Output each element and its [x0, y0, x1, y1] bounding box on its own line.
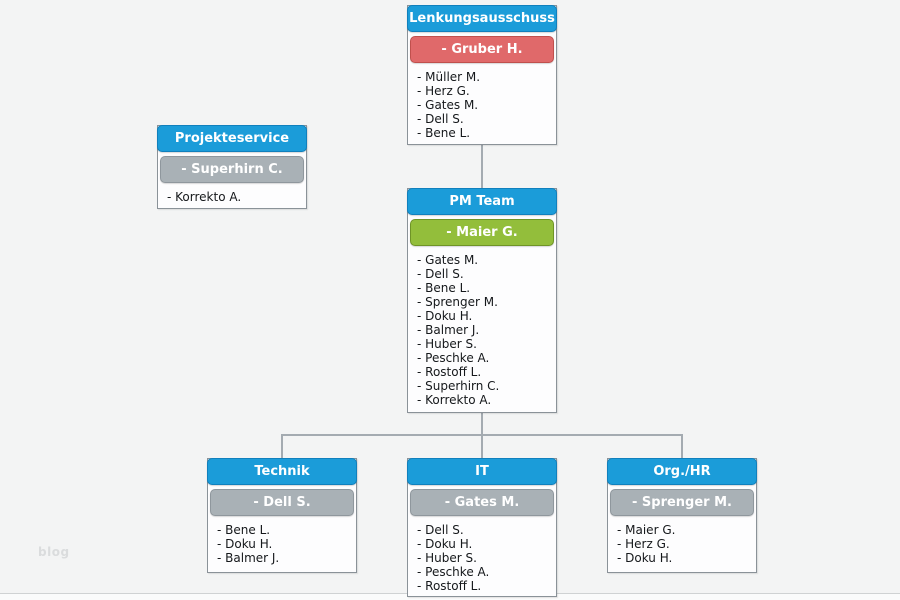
member-item: - Herz G.	[417, 84, 470, 98]
member-item: - Peschke A.	[417, 351, 490, 365]
member-list: - Dell S. - Doku H. - Huber S. - Peschke…	[408, 516, 556, 593]
member-item: - Huber S.	[417, 337, 477, 351]
org-box-lenkungsausschuss: Lenkungsausschuss - Gruber H. - Müller M…	[407, 5, 557, 145]
member-list: - Maier G. - Herz G. - Doku H.	[608, 516, 756, 565]
member-item: - Doku H.	[417, 537, 473, 551]
member-item: - Müller M.	[417, 70, 481, 84]
member-item: - Sprenger M.	[417, 295, 498, 309]
member-item: - Bene L.	[417, 126, 471, 140]
member-item: - Maier G.	[617, 523, 676, 537]
connector-branch-technik	[281, 436, 283, 458]
member-item: - Huber S.	[417, 551, 477, 565]
member-item: - Dell S.	[417, 523, 464, 537]
member-item: - Gates M.	[417, 98, 479, 112]
lead-bar-superhirn: - Superhirn C.	[160, 156, 304, 183]
org-box-pm-team: PM Team - Maier G. - Gates M. - Dell S. …	[407, 188, 557, 413]
member-item: - Balmer J.	[217, 551, 280, 565]
blog-watermark: blog	[38, 545, 70, 559]
org-box-projekteservice: Projekteservice - Superhirn C. - Korrekt…	[157, 125, 307, 209]
box-title-it: IT	[407, 458, 557, 485]
connector-branch-it	[481, 436, 483, 458]
org-box-it: IT - Gates M. - Dell S. - Doku H. - Hube…	[407, 458, 557, 597]
box-title-technik: Technik	[207, 458, 357, 485]
member-item: - Rostoff L.	[417, 365, 482, 379]
member-item: - Dell S.	[417, 267, 464, 281]
member-list: - Müller M. - Herz G. - Gates M. - Dell …	[408, 63, 556, 140]
lead-bar-dell: - Dell S.	[210, 489, 354, 516]
connector-branch-horizontal	[281, 434, 683, 436]
member-item: - Balmer J.	[417, 323, 480, 337]
member-item: - Doku H.	[617, 551, 673, 565]
member-item: - Bene L.	[417, 281, 471, 295]
org-box-technik: Technik - Dell S. - Bene L. - Doku H. - …	[207, 458, 357, 573]
member-list: - Korrekto A.	[158, 183, 306, 204]
member-item: - Korrekto A.	[167, 190, 242, 204]
connector-lenkungsausschuss-pmteam	[481, 145, 483, 188]
box-title-pm-team: PM Team	[407, 188, 557, 215]
member-item: - Dell S.	[417, 112, 464, 126]
member-list: - Gates M. - Dell S. - Bene L. - Sprenge…	[408, 246, 556, 407]
lead-bar-sprenger: - Sprenger M.	[610, 489, 754, 516]
member-item: - Doku H.	[217, 537, 273, 551]
member-item: - Herz G.	[617, 537, 670, 551]
lead-bar-gruber: - Gruber H.	[410, 36, 554, 63]
connector-branch-orghr	[681, 436, 683, 458]
member-item: - Korrekto A.	[417, 393, 492, 407]
member-item: - Superhirn C.	[417, 379, 500, 393]
member-item: - Rostoff L.	[417, 579, 482, 593]
lead-bar-maier: - Maier G.	[410, 219, 554, 246]
member-item: - Doku H.	[417, 309, 473, 323]
box-title-org-hr: Org./HR	[607, 458, 757, 485]
connector-pmteam-branch	[481, 413, 483, 435]
org-box-org-hr: Org./HR - Sprenger M. - Maier G. - Herz …	[607, 458, 757, 573]
lead-bar-gates: - Gates M.	[410, 489, 554, 516]
box-title-lenkungsausschuss: Lenkungsausschuss	[407, 5, 557, 32]
member-item: - Peschke A.	[417, 565, 490, 579]
member-item: - Gates M.	[417, 253, 479, 267]
box-title-projekteservice: Projekteservice	[157, 125, 307, 152]
member-list: - Bene L. - Doku H. - Balmer J.	[208, 516, 356, 565]
member-item: - Bene L.	[217, 523, 271, 537]
